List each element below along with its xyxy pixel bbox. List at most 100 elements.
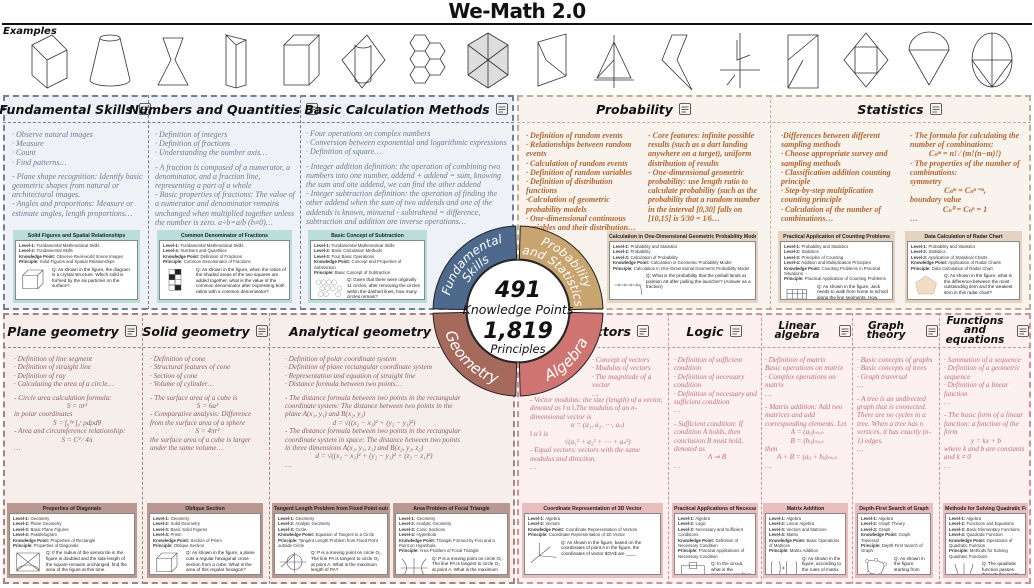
card-level-line: Principle: Depth-First Search of Graph [861,543,927,554]
level-value: Fundamental Skills [36,248,73,254]
level-key: Level-3: [769,526,786,532]
text-line: · Definition of fractions [155,139,231,149]
text-line: - A tree is an undirected graph that is … [857,394,932,445]
card-level-line: Principle: Matrix Addition [769,548,842,553]
column-divider [939,313,940,584]
column-header: Statistics [770,96,1030,122]
text-line: - The distance formula between two point… [285,427,461,453]
card-level-line: Level-2: Plane Geometry [13,521,131,526]
card-question-row: Q: As shown in the figure, a plane cuts … [153,550,257,574]
card-level-line: Level-3: Vectors and Matrices [769,527,842,532]
knowledge-text: · Four operations on complex numbers· Co… [306,129,511,226]
card-level-line: Knowledge Point: Application of Radar Ch… [911,260,1016,265]
card-body: Level-1: Fundamental Mathematical Skills… [15,240,138,300]
card-level-line: Level-3: Graph [861,527,927,532]
level-key: Level-3: [13,526,30,532]
text-line: … [765,461,772,470]
level-value: Hyperbola [416,532,437,538]
text-line: … [285,460,292,469]
text-block: - Integer addition definition: the opera… [306,162,511,226]
card-question: Q: As shown in the figure, when the rati… [196,266,286,294]
card-level-line: Level-3: Basic Elementary Functions [949,527,1022,532]
formula: S = ∫₀²ᵖ ∫₀ʳ ρdρdθ [53,418,101,427]
text-line: - Angles and proportions: Measure or est… [12,199,134,218]
level-value: Coordinate Representation of 3D Vector [548,532,625,538]
text-block: - A fraction is composed of a numerator,… [155,163,297,227]
column-divider [300,95,301,309]
text-line: · Distance formula between two points… [285,380,402,389]
level-key: Level-2: [399,521,416,527]
column-header: Linear algebra [761,316,852,346]
level-key: Level-3: [949,526,966,532]
level-key: Level-2: [678,521,695,527]
example-figures [31,31,1013,91]
card-level-line: Level-2: Statistics [784,249,889,254]
text-block: · Definition of line segment· Definition… [14,355,140,389]
level-value: Statistics [928,249,946,255]
text-line: · Count [12,148,36,158]
example-figure [537,33,567,87]
column-header: Solid geometry [142,316,269,346]
level-key: Level-3: [678,526,695,532]
card-level-line: Level-1: Algebra [861,516,927,521]
example-card: Calculation in One-Dimensional Geometric… [607,231,758,303]
knowledge-text: · Basic concepts of graphs· Basic concep… [857,356,937,453]
text-line: … [857,445,864,454]
card-level-line: Level-3: Circle [278,527,384,532]
column-title: Logic [686,323,724,339]
text-line: · Calculation of the number of combinati… [781,204,882,223]
example-card: Coordinate Representation of 3D Vector Le… [522,503,663,578]
level-key: Knowledge Point: [949,537,986,543]
card-level-line: Level-1: Algebra [528,516,657,521]
level-value: Basic Plane Figures [30,526,69,532]
axes3d-figure [530,542,557,563]
level-key: Knowledge Point: [678,537,715,543]
text-block: · Definition of sufficient condition· De… [674,356,760,415]
level-value: Quadratic Function [966,532,1003,538]
card-title: Calculation in One-Dimensional Geometric… [609,234,756,240]
card-question-row: Q: As shown in the figure, the diagram i… [19,267,134,291]
card-level-line: Principle: Data Calculation of Radar Cha… [911,266,1016,271]
level-value: Prism [170,532,182,538]
card-question-row: Q: If the radius of the semicircle in th… [13,550,131,574]
column-divider [761,313,762,584]
text-line: · Definition of sufficient condition [674,356,743,373]
formula: d = √((x₂ − x₁)² + (y₂ − y₁)² + (z₂ − z₁… [315,452,433,461]
header-divider [3,122,514,123]
text-line: - A fraction is composed of a numerator,… [155,162,291,191]
level-value: Geometry [416,516,436,521]
level-key: Level-3: [314,253,331,259]
level-key: Level-1: [399,516,416,521]
column-title: Vectors [578,323,631,339]
level-key: Level-4: [13,532,30,538]
text-line: - The distance formula between two point… [285,393,461,419]
level-value: Solid Geometry [170,521,201,527]
text-line: - Vector modulus: the size (length) of a… [530,396,663,421]
card-title: Methods for Solving Quadratic Functions [945,506,1026,512]
card-level-line: Knowledge Point: Coordinate Representati… [528,527,657,532]
level-value: Depth-First Search of Graph [861,543,923,554]
level-key: Principle: [163,259,183,265]
text-line: · Definition of random events [526,131,623,140]
column-header: Functions and equations [939,316,1030,346]
level-key: Knowledge Point: [861,532,898,538]
text-line: … [857,381,864,390]
level-value: Basic Solid Figures [170,526,208,532]
level-key: Level-3: [613,254,630,260]
level-key: Level-4: [949,532,966,538]
card-level-line: Principle: Practical Applications of Nec… [678,548,752,559]
level-value: Tangent Length Problem from Fixed Point … [278,537,379,549]
formula: √(a₁² + a₂² + ⋯ + aₙ²) [564,438,631,447]
text-line: · Complex operations on matrix [765,372,836,390]
column-title: Graph theory [866,319,906,341]
level-key: Principle: [314,270,334,276]
level-key: Principle: [13,543,33,549]
card-level-line: Level-2: Numbers and Quantities [163,248,286,253]
card-body: Level-1: Fundamental Mathematical Skills… [310,240,425,300]
level-key: Level-4: [153,532,170,538]
level-value: Definition of Fractions [200,253,243,259]
knowledge-text: · Concept of vectors· Modulus of vectors… [592,356,666,398]
